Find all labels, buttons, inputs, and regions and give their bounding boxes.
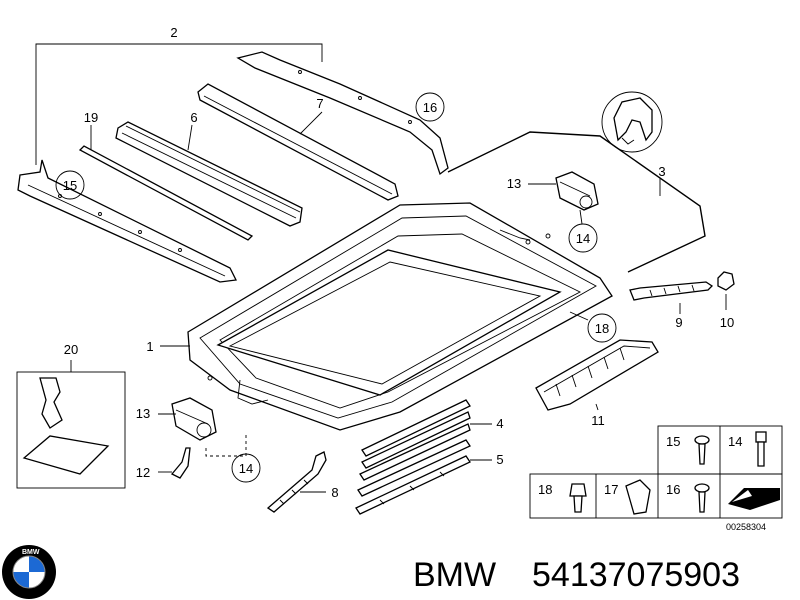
callout-14-upper-circle [568, 223, 598, 253]
leader-6 [187, 124, 193, 151]
callout-16-circle [415, 92, 445, 122]
part-1-main-frame [187, 202, 613, 431]
part-4-strips [359, 399, 471, 481]
part-15-left-rail [17, 159, 237, 283]
legend-15: 15 [666, 434, 680, 449]
part-20-kit-box [16, 360, 126, 489]
callout-13-upper: 13 [507, 176, 521, 191]
callout-10: 10 [720, 315, 734, 330]
part-6-deflector [115, 121, 303, 227]
callout-16: 16 [423, 100, 437, 115]
callout-14-upper: 14 [576, 231, 590, 246]
leader-11 [595, 403, 599, 411]
callout-19: 19 [84, 110, 98, 125]
callout-6: 6 [190, 110, 197, 125]
callout-2: 2 [170, 25, 177, 40]
callout-4: 4 [496, 416, 503, 431]
leader-18 [569, 311, 589, 321]
part-16-right-rail [236, 51, 449, 176]
bracket-2 [35, 43, 323, 165]
leader-7 [299, 111, 323, 135]
callout-3: 3 [658, 164, 665, 179]
callout-9: 9 [675, 315, 682, 330]
direction-arrow-icon [728, 488, 780, 510]
legend-17: 17 [604, 482, 618, 497]
bolt-18-icon [569, 483, 587, 513]
callout-12: 12 [136, 465, 150, 480]
diagram-code: 00258304 [726, 522, 766, 532]
callout-14-lower: 14 [239, 461, 253, 476]
part-9-pin [629, 281, 714, 301]
callout-1: 1 [146, 339, 153, 354]
guide-14-lower [205, 432, 247, 457]
screw-15-icon [694, 435, 710, 465]
part-13-upper-motor [555, 171, 599, 211]
callout-13-lower: 13 [136, 406, 150, 421]
part-8-cable [266, 451, 327, 513]
callout-15-circle [55, 170, 85, 200]
callout-8: 8 [331, 485, 338, 500]
part-13-lower-motor [171, 397, 217, 441]
callout-5: 5 [496, 452, 503, 467]
part-7-crossmember [197, 83, 399, 201]
callout-7: 7 [316, 96, 323, 111]
leader-14-upper [579, 209, 583, 225]
part-19-strip [78, 145, 254, 241]
part-10-cap [717, 271, 735, 291]
callout-14-lower-circle [231, 453, 261, 483]
part-number: 54137075903 [532, 556, 740, 594]
callout-11: 11 [591, 413, 605, 428]
logo-text: BMW [22, 549, 40, 556]
screw-16-icon [694, 483, 710, 513]
legend-16: 16 [666, 482, 680, 497]
bolt-14-icon [755, 431, 767, 467]
legend-18: 18 [538, 482, 552, 497]
callout-18: 18 [595, 321, 609, 336]
part-5-strips [355, 439, 471, 515]
bmw-logo: BMW [2, 545, 56, 599]
part-11-channel [535, 339, 659, 411]
callout-20: 20 [64, 342, 78, 357]
callout-15: 15 [63, 178, 77, 193]
clip-17-icon [625, 479, 651, 515]
fastener-legend [529, 425, 783, 519]
part-3-seal [447, 91, 706, 273]
legend-14: 14 [728, 434, 742, 449]
callout-18-circle [587, 313, 617, 343]
part-12-bracket [170, 447, 191, 479]
brand-name: BMW [413, 556, 496, 594]
